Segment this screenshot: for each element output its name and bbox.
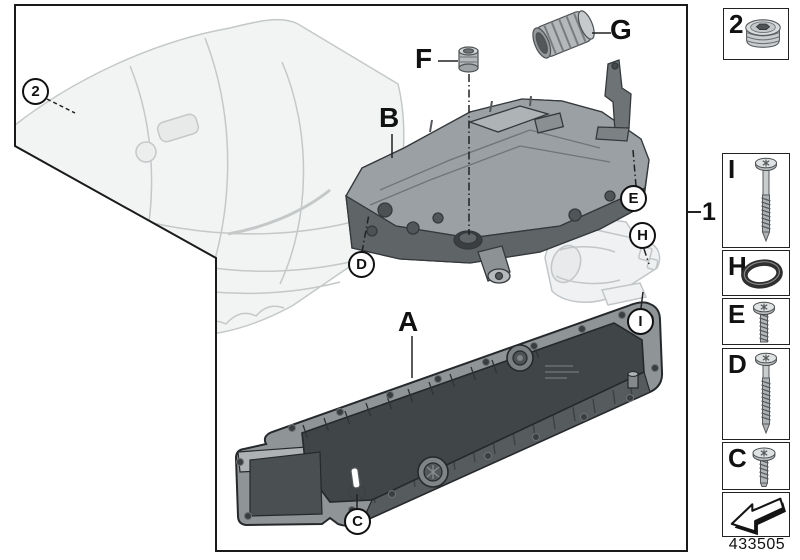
aux-pump-ghost xyxy=(544,217,661,306)
legend-label: I xyxy=(728,154,736,184)
callout-drain-plug[interactable]: 2 xyxy=(22,78,49,105)
leader-e xyxy=(632,149,637,187)
callout-b[interactable]: B xyxy=(379,102,400,133)
leader-i xyxy=(640,291,644,309)
frame-border xyxy=(14,4,688,552)
legend-label: D xyxy=(728,349,747,379)
torx-screw-xlong-icon xyxy=(755,352,777,435)
valve-body xyxy=(345,59,650,284)
direction-arrow-icon xyxy=(730,497,786,536)
callout-a[interactable]: A xyxy=(398,306,419,337)
legend-item-direction[interactable] xyxy=(722,492,790,537)
torx-screw-short-icon xyxy=(752,447,776,487)
callout-g[interactable]: G xyxy=(610,14,632,45)
legend-label: E xyxy=(728,299,746,329)
part-f-sleeve xyxy=(458,46,479,73)
legend-item-c[interactable]: C xyxy=(722,442,790,490)
leader-drain-plug xyxy=(46,98,76,114)
callout-c[interactable]: C xyxy=(344,508,371,535)
legend-label: C xyxy=(728,443,747,473)
part-g-sleeve xyxy=(532,10,595,59)
leader-d xyxy=(361,213,370,253)
legend-item-i[interactable]: I xyxy=(722,153,790,248)
oil-pan xyxy=(234,301,664,527)
o-ring-icon xyxy=(741,259,783,289)
leader-h xyxy=(643,248,650,265)
legend-item-h[interactable]: H xyxy=(722,250,790,296)
legend-label: 2 xyxy=(729,9,744,39)
callout-f[interactable]: F xyxy=(415,43,433,74)
callout-d[interactable]: D xyxy=(348,251,375,278)
leader-lines xyxy=(46,32,701,510)
legend-item-drain-plug[interactable]: 2 xyxy=(723,8,789,60)
torx-screw-long-icon xyxy=(755,157,777,243)
legend-item-d[interactable]: D xyxy=(722,348,790,440)
callout-i[interactable]: I xyxy=(627,308,654,335)
drain-plug-icon xyxy=(745,19,781,48)
callout-assembly[interactable]: 1 xyxy=(702,198,716,226)
drawing-number: 433505 xyxy=(728,536,786,553)
callout-e[interactable]: E xyxy=(620,185,647,212)
legend-item-e[interactable]: E xyxy=(722,298,790,345)
callout-h[interactable]: H xyxy=(629,222,656,249)
torx-screw-medium-icon xyxy=(753,301,775,343)
